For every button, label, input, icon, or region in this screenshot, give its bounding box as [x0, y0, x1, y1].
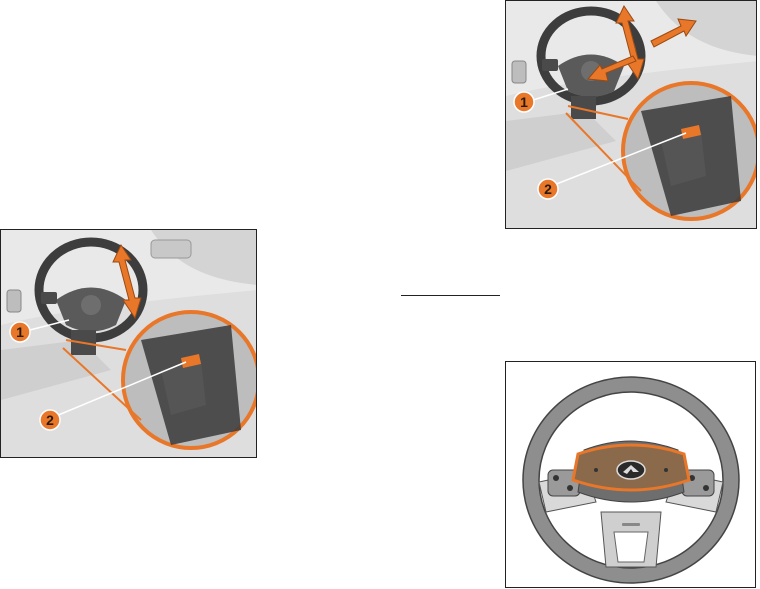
- steering-wheel-airbag-figure: [505, 361, 756, 588]
- steering-tilt-figure: 1 2: [0, 229, 257, 458]
- steering-tilt-illustration: 1 2: [1, 230, 257, 458]
- separator-line: [401, 295, 500, 296]
- steering-reach-figure: 1 2: [505, 0, 757, 229]
- steering-wheel-illustration: [506, 362, 756, 588]
- callout-2-label: 2: [46, 412, 54, 428]
- steering-reach-illustration: 1 2: [506, 1, 757, 229]
- callout-2-label: 2: [544, 181, 552, 197]
- callout-1-label: 1: [16, 324, 24, 340]
- callout-1-label: 1: [520, 94, 528, 110]
